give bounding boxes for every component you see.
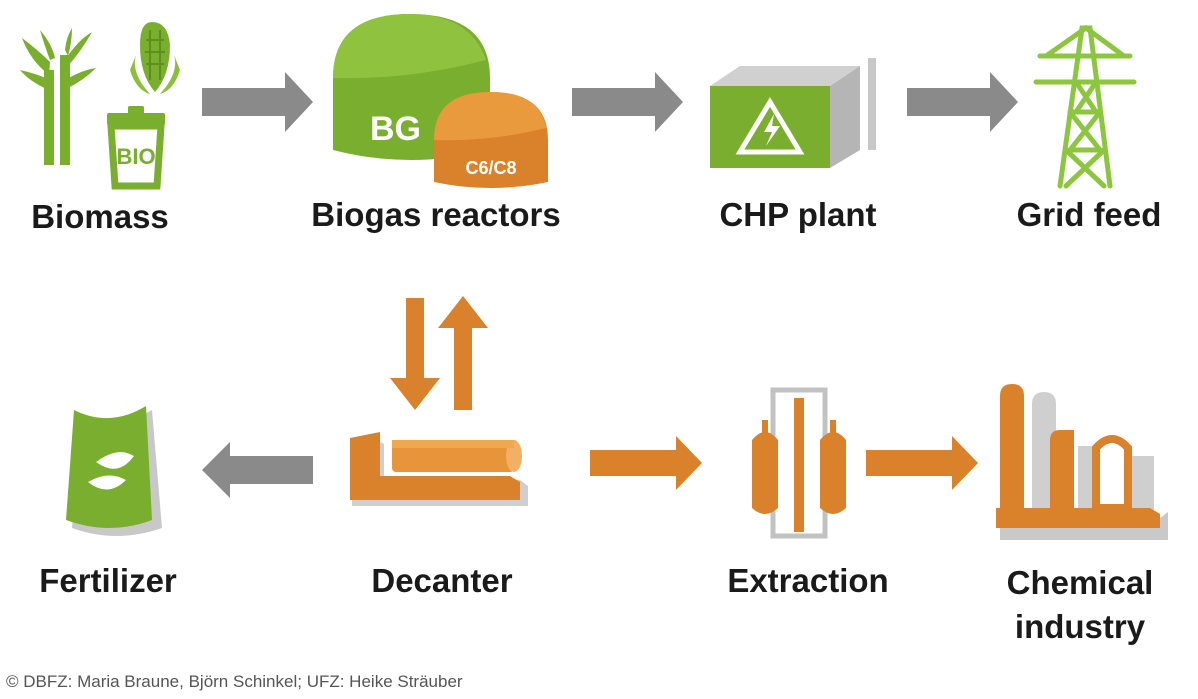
arrow-down-to-decanter (390, 298, 440, 410)
fertilizer-sack-icon (66, 406, 162, 536)
power-pylon-icon (1033, 24, 1137, 189)
arrow-decanter-to-extraction (590, 436, 702, 490)
arrow-decanter-to-fertilizer (202, 442, 313, 498)
biomass-label: Biomass (31, 198, 169, 235)
bio-bin-icon: BIO (107, 106, 165, 190)
biogas-small-dome-text: C6/C8 (465, 158, 516, 178)
grid-feed-label: Grid feed (1016, 196, 1162, 233)
corn-icon (130, 22, 180, 94)
bio-bin-text: BIO (116, 144, 155, 169)
arrow-biogas-to-chp (572, 72, 683, 132)
chemical-industry-label-line1: Chemical (1006, 564, 1154, 601)
high-voltage-warning-icon (735, 97, 805, 155)
chemical-plant-icon (996, 384, 1168, 540)
extraction-label: Extraction (727, 562, 889, 599)
chemical-industry-label-line2: industry (1014, 608, 1146, 645)
chimney (868, 58, 876, 150)
image-credit: © DBFZ: Maria Braune, Björn Schinkel; UF… (6, 672, 463, 691)
decanter-label: Decanter (371, 562, 513, 599)
arrow-chp-to-grid (907, 72, 1018, 132)
chp-plant-icon (710, 58, 876, 168)
biogas-big-dome-text: BG (370, 110, 421, 148)
fertilizer-label: Fertilizer (39, 562, 177, 599)
sugarcane-icon (20, 28, 96, 165)
arrow-biomass-to-biogas (202, 72, 313, 132)
decanter-icon (350, 432, 528, 506)
extraction-column-icon (752, 387, 846, 539)
biogas-reactors-label: Biogas reactors (311, 196, 561, 233)
arrow-up-to-reactor (438, 296, 488, 410)
biomass-icon: BIO (20, 22, 180, 190)
biogas-reactors-icon: BG C6/C8 (333, 14, 548, 188)
arrow-extraction-to-chemical (866, 436, 978, 490)
chp-plant-label: CHP plant (719, 196, 877, 233)
